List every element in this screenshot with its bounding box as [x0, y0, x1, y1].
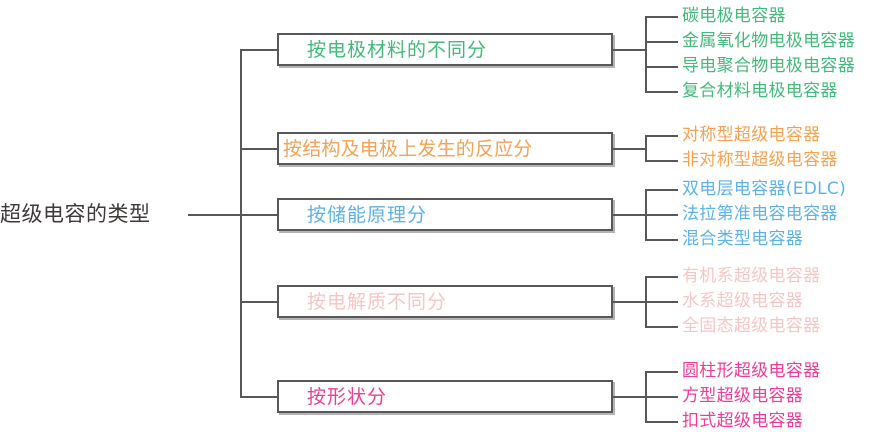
branch-connector-5	[240, 396, 279, 398]
leaf-item[interactable]: 对称型超级电容器	[682, 125, 821, 145]
leaf-item[interactable]: 碳电极电容器	[682, 6, 786, 26]
category-label-3: 按储能原理分	[307, 203, 428, 226]
leaf-stub-5-3	[645, 421, 678, 423]
leaf-stub-1-1	[645, 16, 678, 18]
leaf-item[interactable]: 全固态超级电容器	[682, 316, 821, 336]
leaf-stub-4-3	[645, 326, 678, 328]
category-box-3[interactable]: 按储能原理分	[277, 198, 613, 231]
category-box-1[interactable]: 按电极材料的不同分	[277, 33, 613, 66]
leaf-stub-2-1	[645, 135, 678, 137]
leaf-stub-5-2	[645, 396, 678, 398]
leaf-stub-1-3	[645, 66, 678, 68]
main-trunk-line	[240, 49, 242, 396]
leaf-stub-4-2	[645, 301, 678, 303]
leaf-stub-1-4	[645, 91, 678, 93]
branch-connector-3	[240, 214, 279, 216]
subtrunk-link-1	[613, 49, 647, 51]
subtrunk-link-3	[613, 214, 647, 216]
leaf-item[interactable]: 水系超级电容器	[682, 291, 804, 311]
leaf-item[interactable]: 导电聚合物电极电容器	[682, 56, 855, 76]
leaf-item[interactable]: 法拉第准电容电容器	[682, 204, 838, 224]
leaf-item[interactable]: 方型超级电容器	[682, 386, 804, 406]
leaf-item[interactable]: 金属氧化物电极电容器	[682, 31, 855, 51]
category-label-4: 按电解质不同分	[307, 290, 448, 313]
leaf-item[interactable]: 混合类型电容器	[682, 229, 804, 249]
branch-connector-4	[240, 301, 279, 303]
subtrunk-link-2	[613, 148, 647, 150]
branch-connector-1	[240, 49, 279, 51]
category-label-1: 按电极材料的不同分	[307, 38, 488, 61]
leaf-item[interactable]: 复合材料电极电容器	[682, 81, 838, 101]
category-label-2: 按结构及电极上发生的反应分	[283, 137, 533, 160]
leaf-item[interactable]: 圆柱形超级电容器	[682, 361, 821, 381]
leaf-stub-3-2	[645, 214, 678, 216]
category-box-2[interactable]: 按结构及电极上发生的反应分	[277, 132, 613, 165]
leaf-stub-5-1	[645, 371, 678, 373]
subtrunk-link-5	[613, 396, 647, 398]
root-stem-line	[188, 214, 242, 216]
leaf-item[interactable]: 双电层电容器(EDLC)	[682, 179, 847, 199]
leaf-stub-4-1	[645, 276, 678, 278]
leaf-trunk-1	[645, 16, 647, 91]
leaf-trunk-2	[645, 135, 647, 160]
leaf-item[interactable]: 扣式超级电容器	[682, 411, 804, 431]
branch-connector-2	[240, 148, 279, 150]
leaf-item[interactable]: 有机系超级电容器	[682, 266, 821, 286]
leaf-item[interactable]: 非对称型超级电容器	[682, 150, 838, 170]
leaf-stub-3-3	[645, 239, 678, 241]
leaf-stub-2-2	[645, 160, 678, 162]
root-label: 超级电容的类型	[0, 202, 151, 226]
category-label-5: 按形状分	[307, 385, 388, 408]
subtrunk-link-4	[613, 301, 647, 303]
leaf-stub-3-1	[645, 189, 678, 191]
category-box-5[interactable]: 按形状分	[277, 380, 613, 413]
leaf-stub-1-2	[645, 41, 678, 43]
category-box-4[interactable]: 按电解质不同分	[277, 285, 613, 318]
